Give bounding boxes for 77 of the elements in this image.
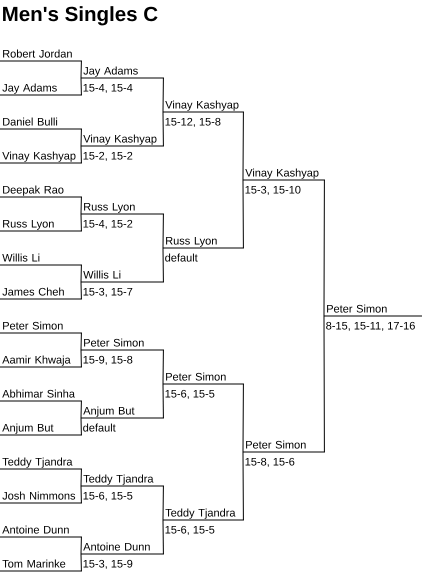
player-slot: Robert Jordan xyxy=(0,50,82,62)
bracket-line xyxy=(162,112,164,146)
bracket-line xyxy=(242,112,244,180)
bracket-line xyxy=(242,180,244,248)
bracket-line xyxy=(162,486,164,520)
score-label: default xyxy=(165,254,198,262)
player-slot: Josh Nimmons xyxy=(0,492,82,504)
score-label: 15-6, 15-5 xyxy=(84,492,132,501)
player-slot: Teddy Tjandra xyxy=(80,474,164,486)
bracket-line xyxy=(80,332,82,350)
bracket-line xyxy=(162,78,164,112)
score-label: 15-9, 15-8 xyxy=(84,356,132,365)
score-label: 15-6, 15-5 xyxy=(166,390,214,399)
bracket-line xyxy=(80,214,82,232)
bracket-line xyxy=(162,350,164,384)
bracket-line xyxy=(80,128,82,146)
player-slot: Deepak Rao xyxy=(0,186,82,198)
score-label: 8-15, 15-11, 17-16 xyxy=(326,322,415,331)
player-slot: Willis Li xyxy=(80,270,164,282)
title: Men's Singles C xyxy=(3,6,158,26)
player-slot: Russ Lyon xyxy=(0,220,82,232)
score-label: default xyxy=(83,424,116,432)
player-slot: Aamir Khwaja xyxy=(0,356,82,368)
player-slot: Peter Simon xyxy=(0,322,82,334)
player-slot: Daniel Bulli xyxy=(0,118,82,130)
bracket-line xyxy=(162,248,164,282)
bracket-line xyxy=(242,384,244,452)
player-slot: Tom Marinke xyxy=(0,560,82,572)
bracket-line xyxy=(80,60,82,78)
bracket-line xyxy=(80,400,82,418)
player-slot: Russ Lyon xyxy=(80,202,164,214)
bracket-line xyxy=(80,282,82,300)
score-label: 15-3, 15-7 xyxy=(84,288,132,297)
player-slot: Antoine Dunn xyxy=(0,526,82,538)
bracket-line xyxy=(324,180,325,316)
bracket-line xyxy=(162,214,164,248)
score-label: 15-3, 15-9 xyxy=(84,560,132,569)
bracket-line xyxy=(80,264,82,282)
score-label: 15-6, 15-5 xyxy=(166,526,214,535)
score-label: 15-12, 15-8 xyxy=(166,118,220,127)
player-slot: Vinay Kashyap xyxy=(0,152,82,164)
player-slot: James Cheh xyxy=(0,288,82,300)
bracket-line xyxy=(80,196,82,214)
player-slot: Vinay Kashyap xyxy=(242,168,325,180)
player-slot: Anjum But xyxy=(80,406,164,418)
bracket-line xyxy=(162,520,164,554)
bracket-line xyxy=(80,418,82,436)
player-slot: Anjum But xyxy=(0,424,82,436)
player-slot: Vinay Kashyap xyxy=(80,134,164,146)
bracket-line xyxy=(162,384,164,418)
score-label: 15-8, 15-6 xyxy=(246,458,294,467)
score-label: 15-4, 15-4 xyxy=(84,84,132,93)
score-label: 15-3, 15-10 xyxy=(246,186,300,195)
bracket-line xyxy=(80,78,82,96)
score-label: 15-2, 15-2 xyxy=(84,152,132,161)
bracket-line xyxy=(80,146,82,164)
player-slot: Teddy Tjandra xyxy=(0,458,82,470)
bracket-line xyxy=(80,350,82,368)
bracket-line xyxy=(80,468,82,486)
player-slot: Willis Li xyxy=(0,254,82,266)
player-slot: Peter Simon xyxy=(242,440,325,452)
player-slot: Peter Simon xyxy=(80,338,164,350)
bracket-line xyxy=(324,316,325,452)
bracket-line xyxy=(80,536,82,554)
player-slot: Abhimar Sinha xyxy=(0,390,82,402)
player-slot: Peter Simon xyxy=(162,372,244,384)
player-slot: Russ Lyon xyxy=(162,236,244,248)
bracket-line xyxy=(80,554,82,572)
player-slot: Peter Simon xyxy=(324,304,422,316)
bracket-line xyxy=(80,486,82,504)
player-slot: Vinay Kashyap xyxy=(162,100,244,112)
bracket-line xyxy=(242,452,244,520)
player-slot: Jay Adams xyxy=(0,84,82,96)
score-label: 15-4, 15-2 xyxy=(84,220,132,229)
player-slot: Antoine Dunn xyxy=(80,542,164,554)
player-slot: Jay Adams xyxy=(80,66,164,78)
player-slot: Teddy Tjandra xyxy=(162,508,244,520)
